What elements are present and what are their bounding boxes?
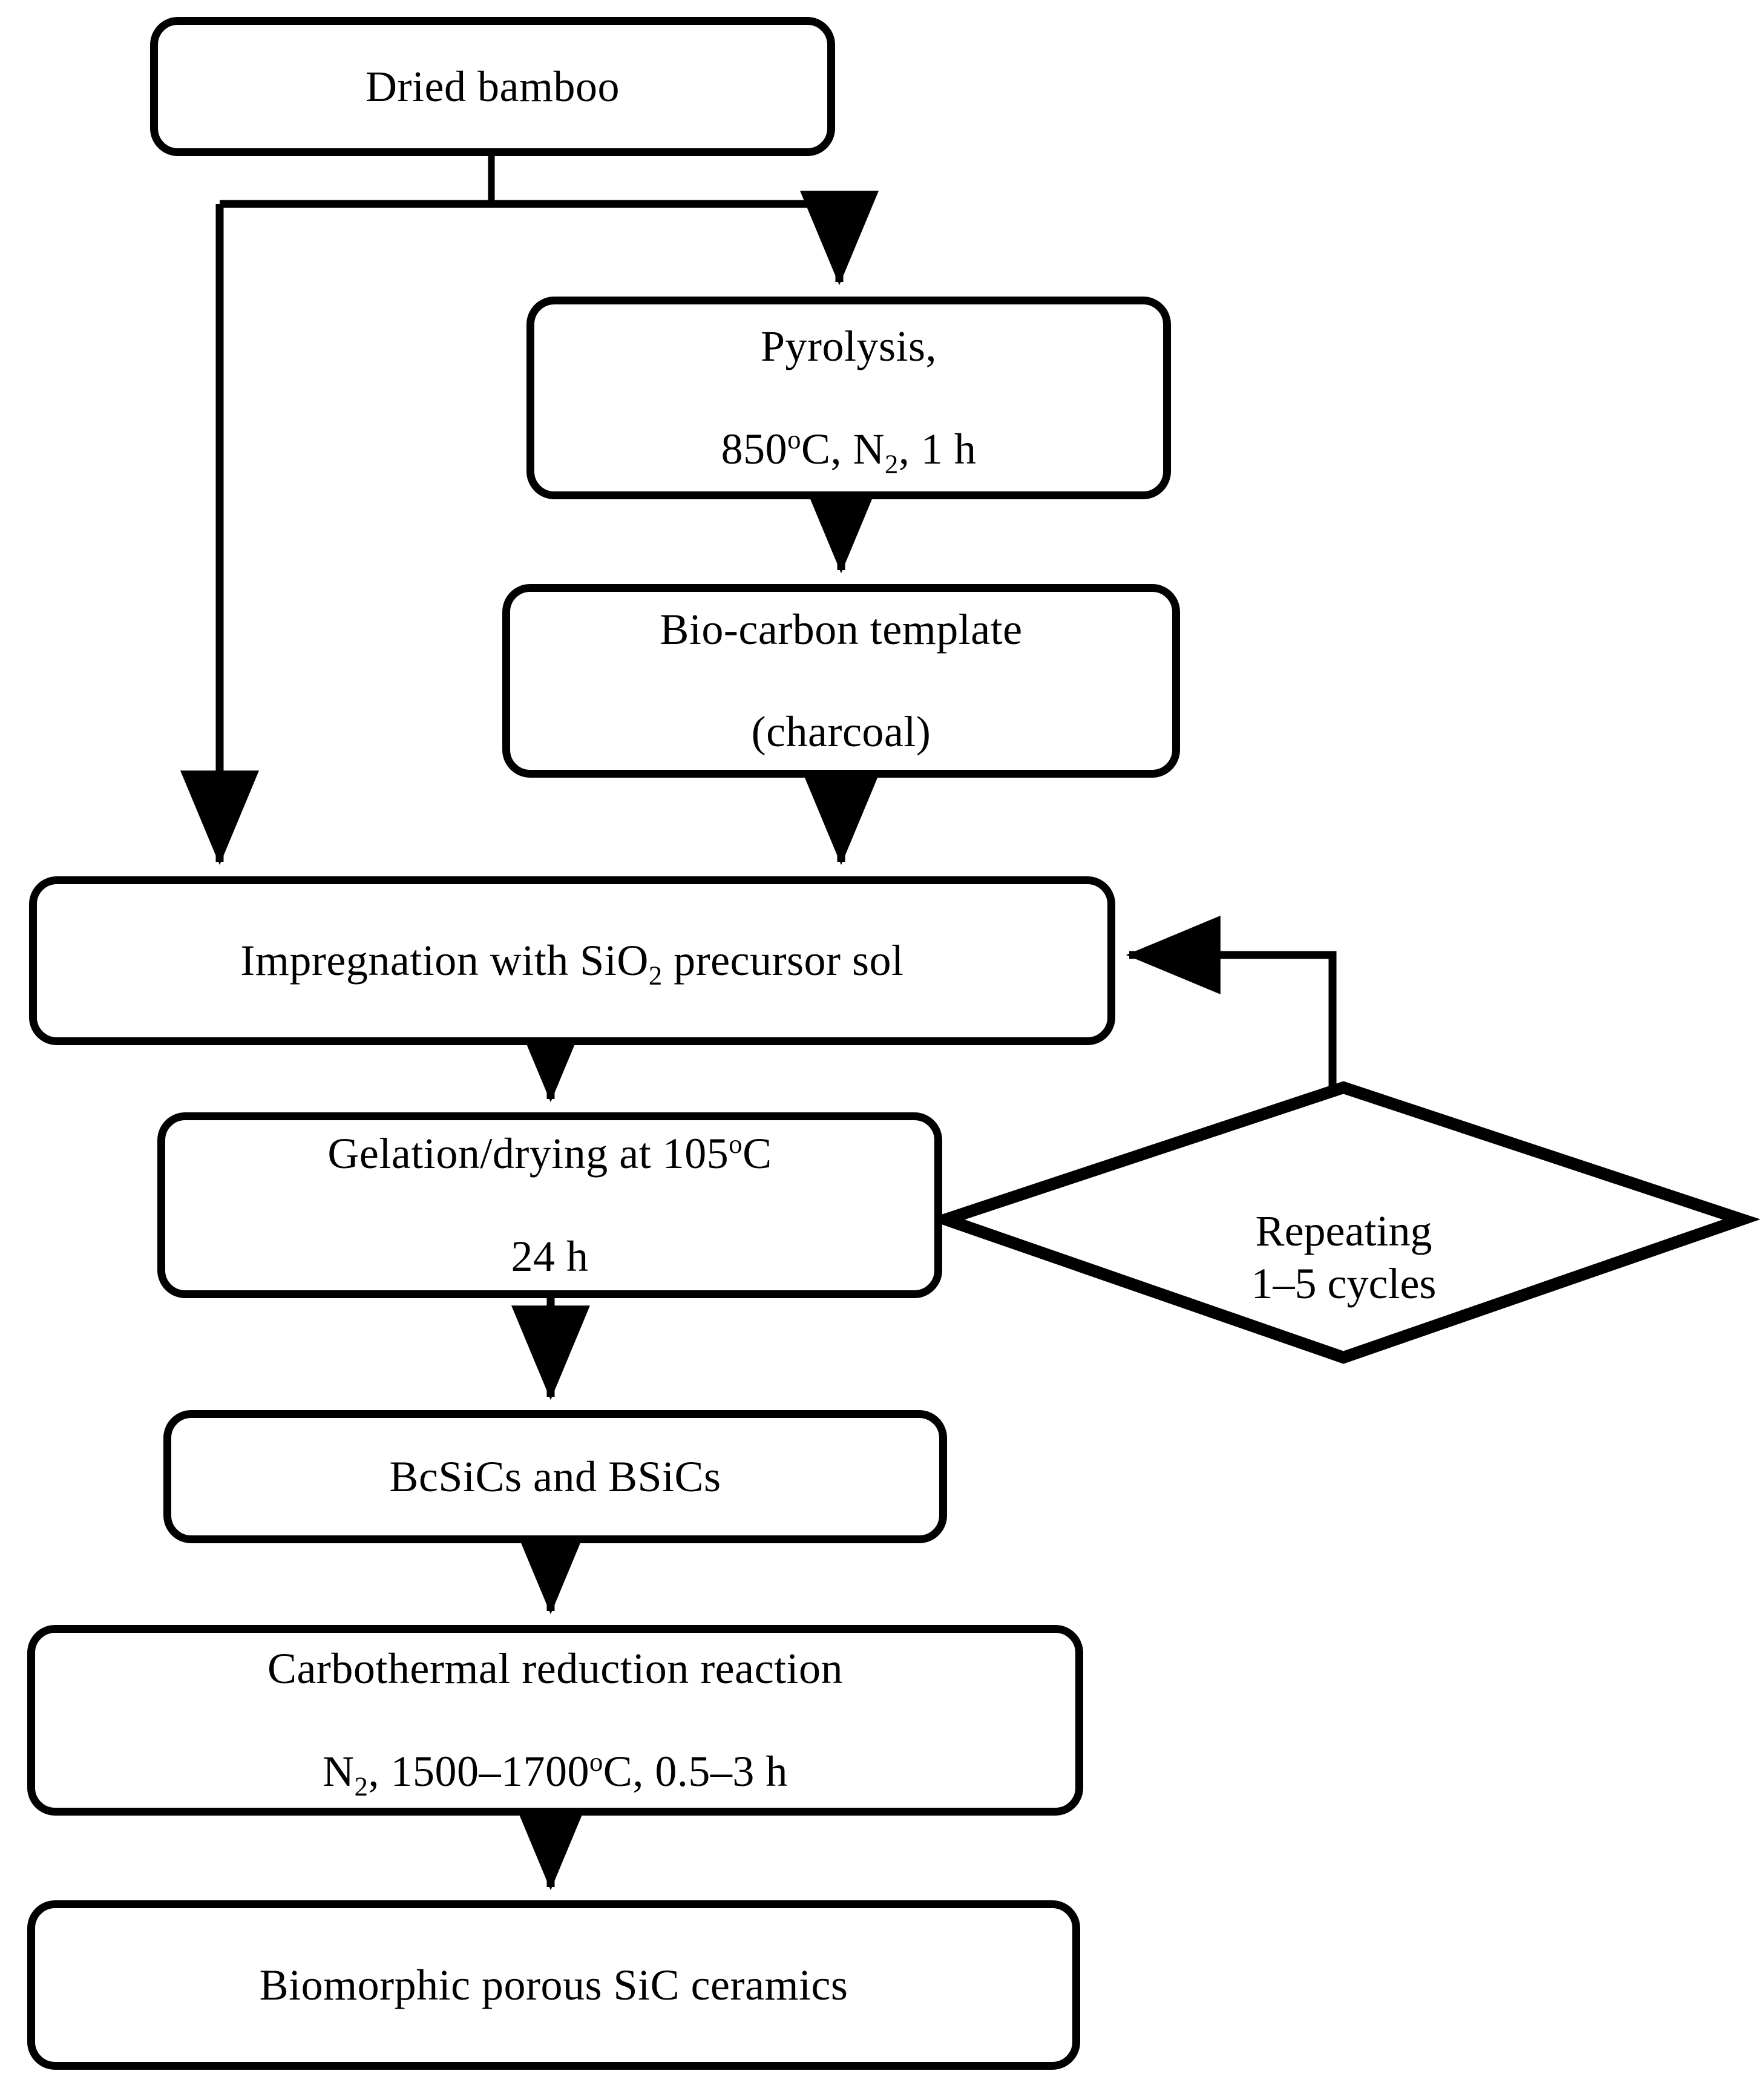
carbothermal-line-2: N2, 1500–1700oC, 0.5–3 h [267, 1746, 843, 1800]
impregnation-suffix: precursor sol [662, 936, 904, 985]
node-gelation-drying-label: Gelation/drying at 105oC 24 h [327, 1077, 772, 1334]
nitrogen-subscript: 2 [885, 448, 899, 479]
node-gelation-drying[interactable]: Gelation/drying at 105oC 24 h [157, 1112, 942, 1298]
node-carbothermal-reduction-label: Carbothermal reduction reaction N2, 1500… [267, 1592, 843, 1849]
silica-subscript: 2 [648, 960, 663, 991]
impregnation-line-1: Impregnation with SiO2 precursor sol [240, 935, 904, 989]
node-carbothermal-reduction[interactable]: Carbothermal reduction reaction N2, 1500… [27, 1625, 1083, 1816]
node-dried-bamboo[interactable]: Dried bamboo [150, 17, 835, 156]
carbothermal-temp-range: , 1500–1700 [368, 1747, 589, 1796]
node-biomorphic-sic-label: Biomorphic porous SiC ceramics [259, 1960, 848, 2009]
pyrolysis-gas-prefix: C, N [801, 424, 885, 473]
carbothermal-gas: N [323, 1747, 355, 1796]
edge-repeating-to-impregnation [1126, 916, 1337, 1088]
node-pyrolysis[interactable]: Pyrolysis, 850oC, N2, 1 h [526, 297, 1171, 499]
node-bcsics-bsics-label: BcSiCs and BSiCs [389, 1452, 721, 1501]
nitrogen-subscript: 2 [354, 1771, 369, 1802]
pyrolysis-line-1: Pyrolysis, [760, 322, 937, 371]
gelation-prefix: Gelation/drying at 105 [327, 1129, 729, 1178]
node-pyrolysis-label: Pyrolysis, 850oC, N2, 1 h [721, 269, 977, 527]
gelation-line-2: 24 h [511, 1232, 589, 1281]
pyrolysis-duration: , 1 h [898, 424, 977, 473]
repeating-line-1: Repeating [1255, 1207, 1432, 1256]
template-line-1: Bio-carbon template [660, 605, 1023, 654]
node-dried-bamboo-label: Dried bamboo [366, 62, 620, 111]
node-impregnation-label: Impregnation with SiO2 precursor sol [240, 884, 903, 1038]
pyrolysis-temp-value: 850 [721, 424, 788, 473]
degree-superscript-icon: o [787, 424, 801, 455]
gelation-line-1: Gelation/drying at 105oC [327, 1128, 772, 1180]
node-bio-carbon-template[interactable]: Bio-carbon template (charcoal) [502, 584, 1180, 778]
repeating-line-2: 1–5 cycles [1251, 1259, 1437, 1308]
node-repeating-cycles-label[interactable]: Repeating 1–5 cycles [1079, 1153, 1608, 1310]
node-bio-carbon-template-label: Bio-carbon template (charcoal) [660, 553, 1022, 810]
degree-superscript-icon: o [589, 1746, 603, 1777]
node-impregnation[interactable]: Impregnation with SiO2 precursor sol [29, 876, 1115, 1045]
carbothermal-duration: C, 0.5–3 h [603, 1747, 788, 1796]
gelation-celsius-suffix: C [743, 1129, 772, 1178]
node-biomorphic-sic[interactable]: Biomorphic porous SiC ceramics [27, 1900, 1080, 2070]
edge-bamboo-split [220, 156, 839, 208]
node-bcsics-bsics[interactable]: BcSiCs and BSiCs [163, 1410, 947, 1543]
repeating-cycles-diamond [926, 1081, 1761, 1364]
pyrolysis-line-2: 850oC, N2, 1 h [721, 424, 977, 477]
degree-superscript-icon: o [729, 1129, 743, 1160]
impregnation-prefix: Impregnation with SiO [240, 936, 649, 985]
template-line-2: (charcoal) [751, 707, 931, 756]
carbothermal-line-1: Carbothermal reduction reaction [267, 1644, 844, 1693]
